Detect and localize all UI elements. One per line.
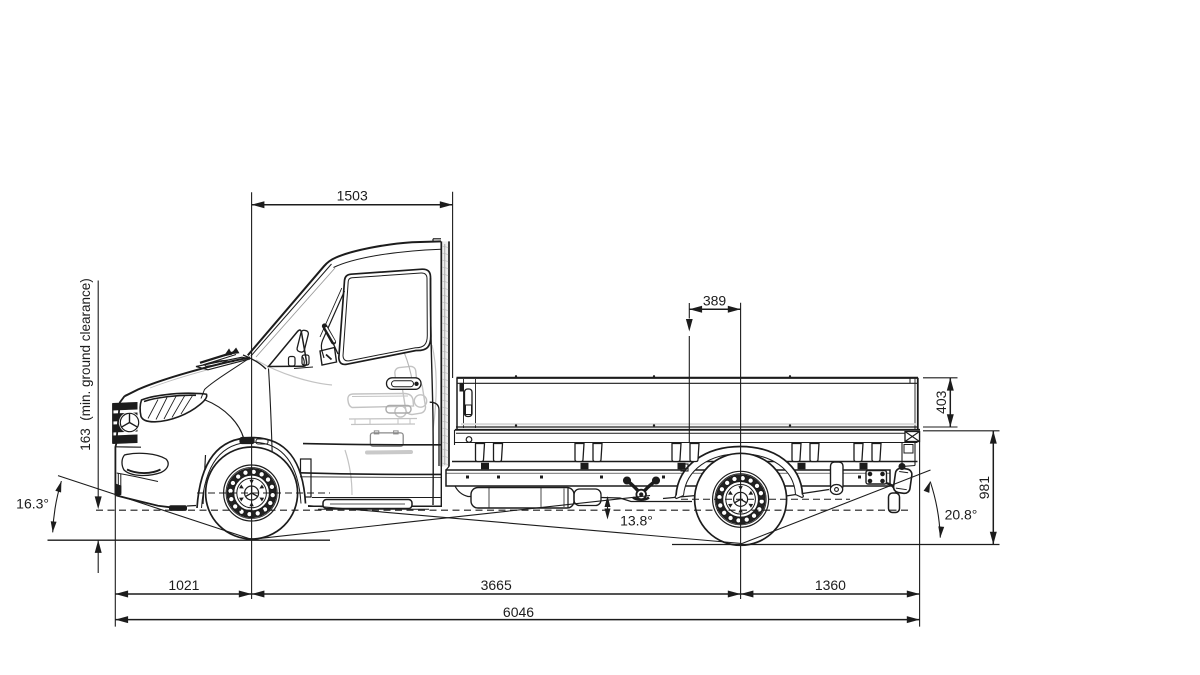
svg-text:13.8°: 13.8° xyxy=(620,513,653,529)
svg-text:16.3°: 16.3° xyxy=(16,496,49,512)
svg-text:389: 389 xyxy=(703,292,727,308)
svg-text:403: 403 xyxy=(933,390,949,414)
svg-text:1021: 1021 xyxy=(168,577,199,593)
svg-text:1360: 1360 xyxy=(815,577,846,593)
svg-text:1503: 1503 xyxy=(337,187,368,203)
svg-text:6046: 6046 xyxy=(503,604,534,620)
svg-text:981: 981 xyxy=(976,476,992,500)
svg-text:163 (min. ground clearance): 163 (min. ground clearance) xyxy=(78,278,93,451)
svg-text:3665: 3665 xyxy=(481,577,512,593)
svg-text:20.8°: 20.8° xyxy=(945,506,978,522)
